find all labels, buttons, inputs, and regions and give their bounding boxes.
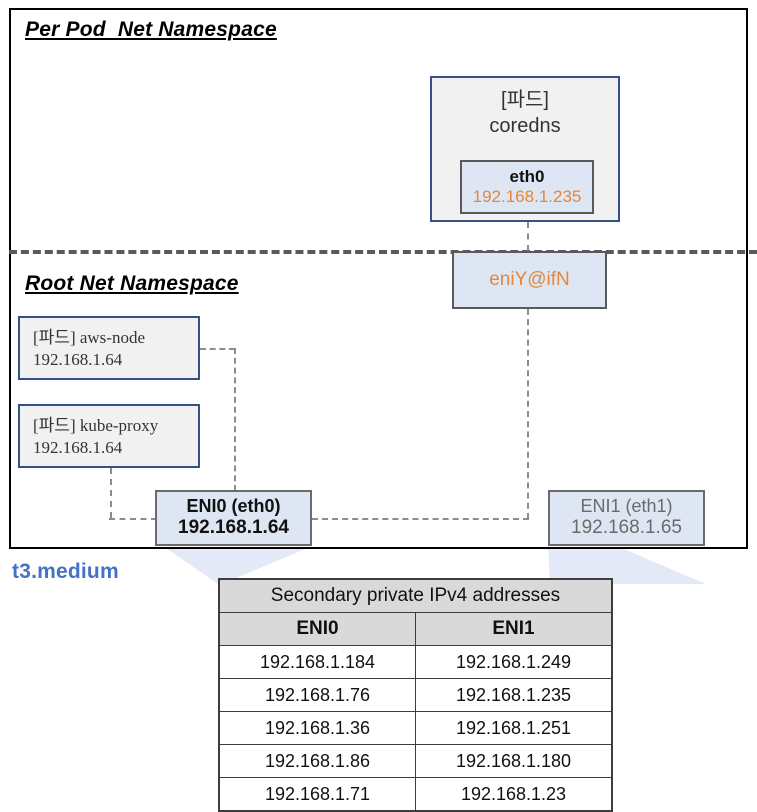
namespace-divider	[9, 250, 757, 254]
root-namespace-title: Root Net Namespace	[25, 272, 239, 295]
pod-box-aws-node[interactable]: [파드] aws-node 192.168.1.64	[18, 316, 200, 380]
table-cell-eni1: 192.168.1.235	[415, 678, 613, 712]
connector-eth0-to-veth	[527, 222, 529, 251]
diagram-canvas: Per Pod Net Namespace Root Net Namespace…	[9, 8, 757, 812]
connector-kubeproxy-vertical	[110, 468, 112, 518]
table-column-header-row: ENI0 ENI1	[218, 612, 613, 646]
pod-interface-ip: 192.168.1.235	[472, 186, 582, 206]
per-pod-namespace-title: Per Pod Net Namespace	[25, 18, 277, 41]
pod-interface-name: eth0	[509, 167, 545, 187]
connector-kubeproxy-horizontal	[109, 518, 157, 520]
table-cell-eni1: 192.168.1.249	[415, 645, 613, 679]
pod-box-coredns[interactable]: [파드] coredns eth0 192.168.1.235	[430, 76, 620, 222]
table-cell-eni0: 192.168.1.36	[218, 711, 416, 745]
table-cell-eni1: 192.168.1.23	[415, 777, 613, 812]
table-cell-eni0: 192.168.1.184	[218, 645, 416, 679]
table-cell-eni0: 192.168.1.71	[218, 777, 416, 812]
instance-type-label: t3.medium	[12, 560, 119, 583]
table-cell-eni0: 192.168.1.76	[218, 678, 416, 712]
aws-node-label: [파드] aws-node	[33, 328, 145, 347]
table-column-eni1: ENI1	[415, 612, 613, 646]
eni-box-eni1[interactable]: ENI1 (eth1) 192.168.1.65	[548, 490, 705, 546]
secondary-ip-table: Secondary private IPv4 addresses ENI0 EN…	[218, 578, 613, 812]
table-cell-eni1: 192.168.1.251	[415, 711, 613, 745]
veth-box-eniY-ifN[interactable]: eniY@ifN	[452, 251, 607, 309]
pod-interface-eth0[interactable]: eth0 192.168.1.235	[460, 160, 594, 214]
table-column-eni0: ENI0	[218, 612, 416, 646]
table-title-row: Secondary private IPv4 addresses	[218, 578, 613, 613]
pod-title-block: [파드] coredns	[432, 88, 618, 139]
kube-proxy-ip: 192.168.1.64	[33, 438, 123, 458]
callout-wedge-eni1	[548, 544, 706, 584]
aws-node-ip: 192.168.1.64	[33, 350, 123, 370]
connector-veth-to-eni0-vertical	[527, 309, 529, 519]
callout-wedge-eni0	[160, 544, 317, 584]
connector-veth-to-eni0-horizontal	[312, 518, 529, 520]
table-cell-eni0: 192.168.1.86	[218, 744, 416, 778]
eni1-name: ENI1 (eth1)	[580, 496, 673, 517]
connector-awsnode-horizontal	[200, 348, 235, 350]
connector-awsnode-vertical	[234, 348, 236, 491]
eni-box-eni0[interactable]: ENI0 (eth0) 192.168.1.64	[155, 490, 312, 546]
eni0-ip: 192.168.1.64	[178, 517, 289, 539]
pod-box-kube-proxy[interactable]: [파드] kube-proxy 192.168.1.64	[18, 404, 200, 468]
eni1-ip: 192.168.1.65	[571, 517, 682, 539]
kube-proxy-label: [파드] kube-proxy	[33, 416, 159, 435]
pod-bracket-label: [파드]	[501, 89, 549, 111]
table-cell-eni1: 192.168.1.180	[415, 744, 613, 778]
eni0-name: ENI0 (eth0)	[186, 496, 281, 517]
table-title: Secondary private IPv4 addresses	[218, 578, 613, 613]
pod-name-label: coredns	[489, 114, 561, 137]
